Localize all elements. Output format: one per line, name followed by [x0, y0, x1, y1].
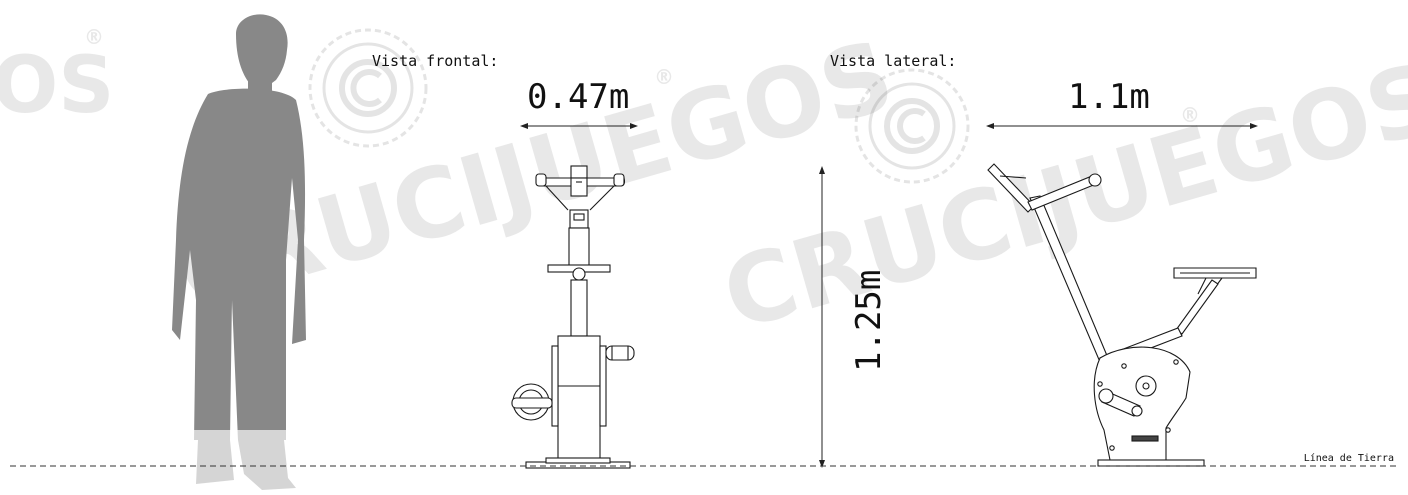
side-view-label: Vista lateral: — [830, 52, 956, 70]
side-length-label: 1.1m — [1068, 77, 1150, 117]
ground-line-label: Línea de Tierra — [1304, 452, 1394, 464]
front-width-dimension-arrow — [520, 123, 638, 129]
watermark-registered-front: ® — [654, 65, 674, 89]
watermark-partial-text: OS — [0, 41, 114, 131]
front-view-label: Vista frontal: — [372, 52, 498, 70]
human-silhouette — [172, 14, 306, 490]
watermark-registered-side: ® — [1180, 103, 1200, 127]
watermark-seal-side — [854, 68, 970, 184]
side-height-label: 1.25m — [849, 270, 889, 372]
bike-side-view — [987, 163, 1257, 467]
front-width-label: 0.47m — [527, 77, 629, 117]
human-feet-fade — [190, 430, 302, 492]
side-length-dimension-arrow — [986, 123, 1258, 129]
watermark-registered-mark: ® — [84, 25, 104, 49]
side-height-dimension-arrow — [819, 166, 825, 468]
bike-front-view — [511, 165, 635, 469]
watermark-seal-front — [308, 28, 428, 148]
